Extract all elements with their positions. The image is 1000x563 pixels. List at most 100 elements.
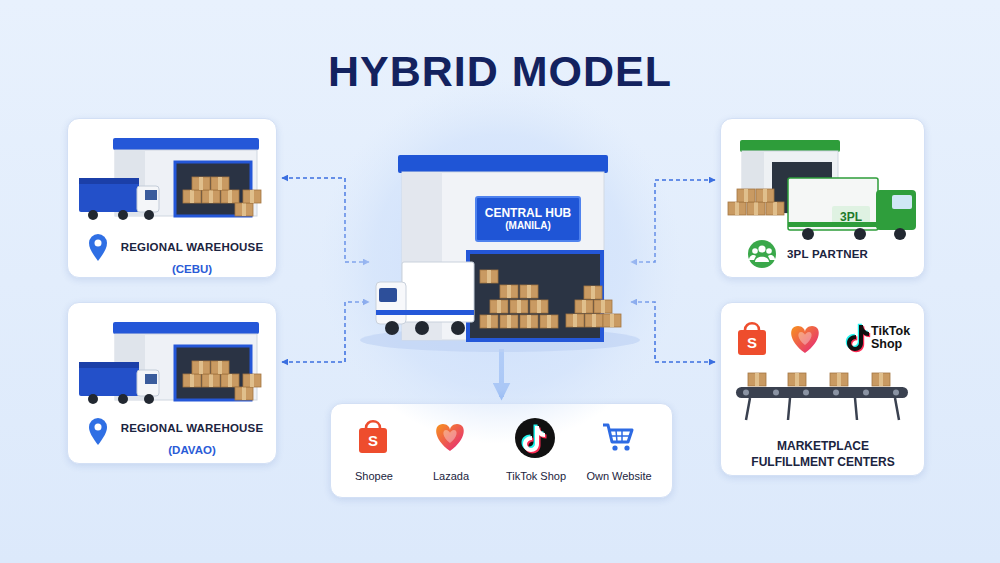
hub-building-part (584, 286, 602, 299)
hub-building-part (520, 315, 538, 328)
hub-building-part (468, 252, 602, 340)
partner-card: 3PL PARTNER (720, 118, 925, 278)
illustration-layer-part (79, 138, 261, 261)
warehouse-name: REGIONAL WAREHOUSE (121, 422, 264, 436)
channels-card: Shopee Lazada TikTok Shop Own Website (330, 403, 673, 498)
hub-building-part (603, 314, 621, 327)
hub-building-part (520, 285, 538, 298)
3pl-illustration-part (876, 190, 916, 230)
hub-building-part (510, 300, 528, 313)
dashed-connector (631, 180, 715, 262)
warehouse-name: REGIONAL WAREHOUSE (121, 241, 264, 255)
fulfillment-illustration-part (746, 398, 899, 420)
hub-building-part (540, 315, 558, 328)
fulfillment-illustration-part (738, 323, 766, 355)
3pl-illustration-part (788, 222, 878, 227)
channel-icons-part (436, 424, 464, 451)
3pl-illustration-part (728, 202, 746, 215)
fulfillment-illustration-part (830, 373, 848, 386)
hub-glow (318, 80, 682, 444)
warehouse-card: REGIONAL WAREHOUSE (DAVAO) (67, 302, 277, 464)
channel-icons-part (525, 428, 547, 454)
hub-truck-part (385, 321, 399, 335)
fulfillment-illustration-part (846, 324, 868, 350)
diagram-title: HYBRID MODEL (328, 46, 672, 98)
fulfillment-illustration-part (848, 326, 870, 352)
fulfillment-illustration-part (803, 390, 809, 396)
3pl-illustration-part (788, 178, 878, 230)
logo-letter: S (747, 334, 757, 352)
3pl-illustration-part (802, 228, 814, 240)
hub-building-part (398, 155, 608, 173)
hub-building-part (530, 300, 548, 313)
channel-icons-part (523, 426, 545, 452)
city-name: (CEBU) (172, 263, 212, 277)
hub-sign: CENTRAL HUB(MANILA) (475, 196, 581, 242)
hub-building-part (500, 285, 518, 298)
hub-glow-part (318, 80, 682, 444)
fulfillment-illustration-part (791, 326, 819, 353)
flow-arrow (499, 349, 504, 397)
city-name: (MANILA) (505, 220, 551, 232)
3pl-illustration-part (749, 255, 756, 260)
logo-text: TikTok Shop (871, 325, 917, 351)
3pl-illustration-part (772, 162, 832, 213)
channel-icons-part (359, 421, 387, 453)
hub-building-part (566, 314, 584, 327)
3pl-illustration-part (752, 248, 758, 254)
fulfillment-illustration-part (736, 387, 908, 398)
hub-truck-part (451, 321, 465, 335)
hub-building-part (575, 300, 593, 313)
cart-icon-part (624, 445, 629, 450)
3pl-illustration-part (768, 255, 775, 260)
3pl-illustration-part (747, 202, 765, 215)
channel-name: Lazada (433, 470, 469, 483)
hub-building (398, 155, 621, 340)
channel-name: Shopee (355, 470, 393, 483)
hub-building-part (594, 300, 612, 313)
3pl-illustration-part (748, 240, 776, 268)
hub-building-part (480, 270, 498, 283)
hub-building-part (480, 315, 498, 328)
3pl-illustration-part (854, 228, 866, 240)
hub-truck (376, 262, 474, 335)
3pl-illustration-part (740, 140, 840, 152)
hub-glow-part (360, 328, 640, 352)
fulfillment-illustration-part (773, 390, 779, 396)
dashed-connector (631, 302, 715, 362)
3pl-illustration-part (832, 206, 870, 226)
channel-icons-part (515, 418, 555, 458)
channel-name: Own Website (586, 470, 651, 483)
fulfillment-card: TikTok ShopMARKETPLACE FULFILLMENT CENTE… (720, 302, 925, 476)
fulfillment-illustration-part (788, 373, 806, 386)
3pl-illustration-part (766, 202, 784, 215)
hub-truck-part (379, 288, 397, 302)
truck-label: 3PL (840, 210, 862, 224)
hub-truck-part (376, 282, 406, 324)
channel-name: TikTok Shop (506, 470, 566, 483)
city-name: (DAVAO) (168, 444, 215, 458)
dashed-connector (282, 302, 369, 362)
3pl-illustration (728, 140, 916, 268)
3pl-illustration-part (766, 248, 772, 254)
fulfillment-illustration-part (847, 325, 869, 351)
cart-icon-part (611, 430, 630, 442)
3pl-illustration-part (755, 257, 769, 262)
central-hub: CENTRAL HUB(MANILA) (372, 150, 628, 345)
3pl-illustration-part (742, 151, 838, 213)
hub-truck-part (402, 262, 474, 322)
hub-building-part (585, 314, 603, 327)
cart-icon (603, 425, 632, 451)
hub-building-part (402, 172, 604, 340)
channel-icons-part (522, 425, 544, 451)
3pl-illustration-part (737, 189, 755, 202)
fulfillment-illustration (736, 323, 908, 420)
cart-icon-part (612, 445, 617, 450)
fulfillment-name: MARKETPLACE FULFILLMENT CENTERS (743, 439, 903, 470)
fulfillment-illustration-part (748, 373, 766, 386)
3pl-illustration-part (742, 151, 764, 213)
cart-icon-part (603, 425, 632, 442)
3pl-illustration-part (892, 195, 912, 209)
